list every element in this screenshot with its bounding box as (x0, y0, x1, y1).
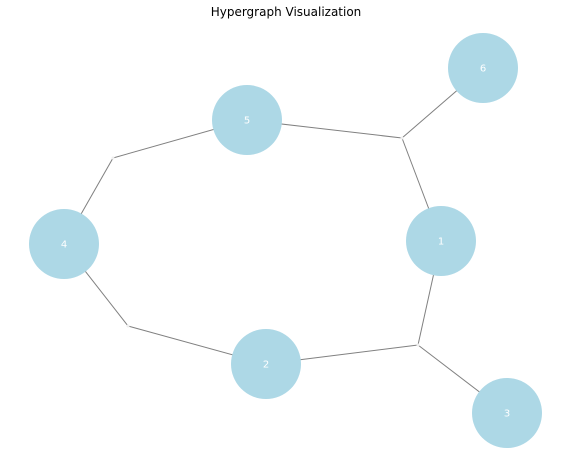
node-label: 6 (480, 64, 486, 75)
node-5[interactable]: 5 (212, 85, 282, 155)
hyperedge-hub (126, 324, 130, 328)
node-circle[interactable] (406, 206, 476, 276)
node-circle[interactable] (29, 209, 99, 279)
node-label: 1 (438, 237, 444, 248)
node-label: 4 (61, 240, 67, 251)
node-2[interactable]: 2 (231, 329, 301, 399)
hyperedge (265, 240, 508, 414)
hyperedge-hub (416, 343, 420, 347)
node-circle[interactable] (472, 378, 542, 448)
node-3[interactable]: 3 (472, 378, 542, 448)
node-4[interactable]: 4 (29, 209, 99, 279)
node-label: 3 (504, 409, 510, 420)
node-label: 5 (244, 116, 250, 127)
node-label: 2 (263, 360, 269, 371)
hyperedge (63, 243, 267, 365)
node-6[interactable]: 6 (448, 33, 518, 103)
node-circle[interactable] (231, 329, 301, 399)
figure-title: Hypergraph Visualization (210, 5, 362, 19)
hyperedge-hub (400, 136, 404, 140)
nodes-layer: 1 2 3 4 5 6 (29, 33, 542, 448)
node-1[interactable]: 1 (406, 206, 476, 276)
node-circle[interactable] (212, 85, 282, 155)
node-circle[interactable] (448, 33, 518, 103)
hyperedge-hub (111, 156, 115, 160)
